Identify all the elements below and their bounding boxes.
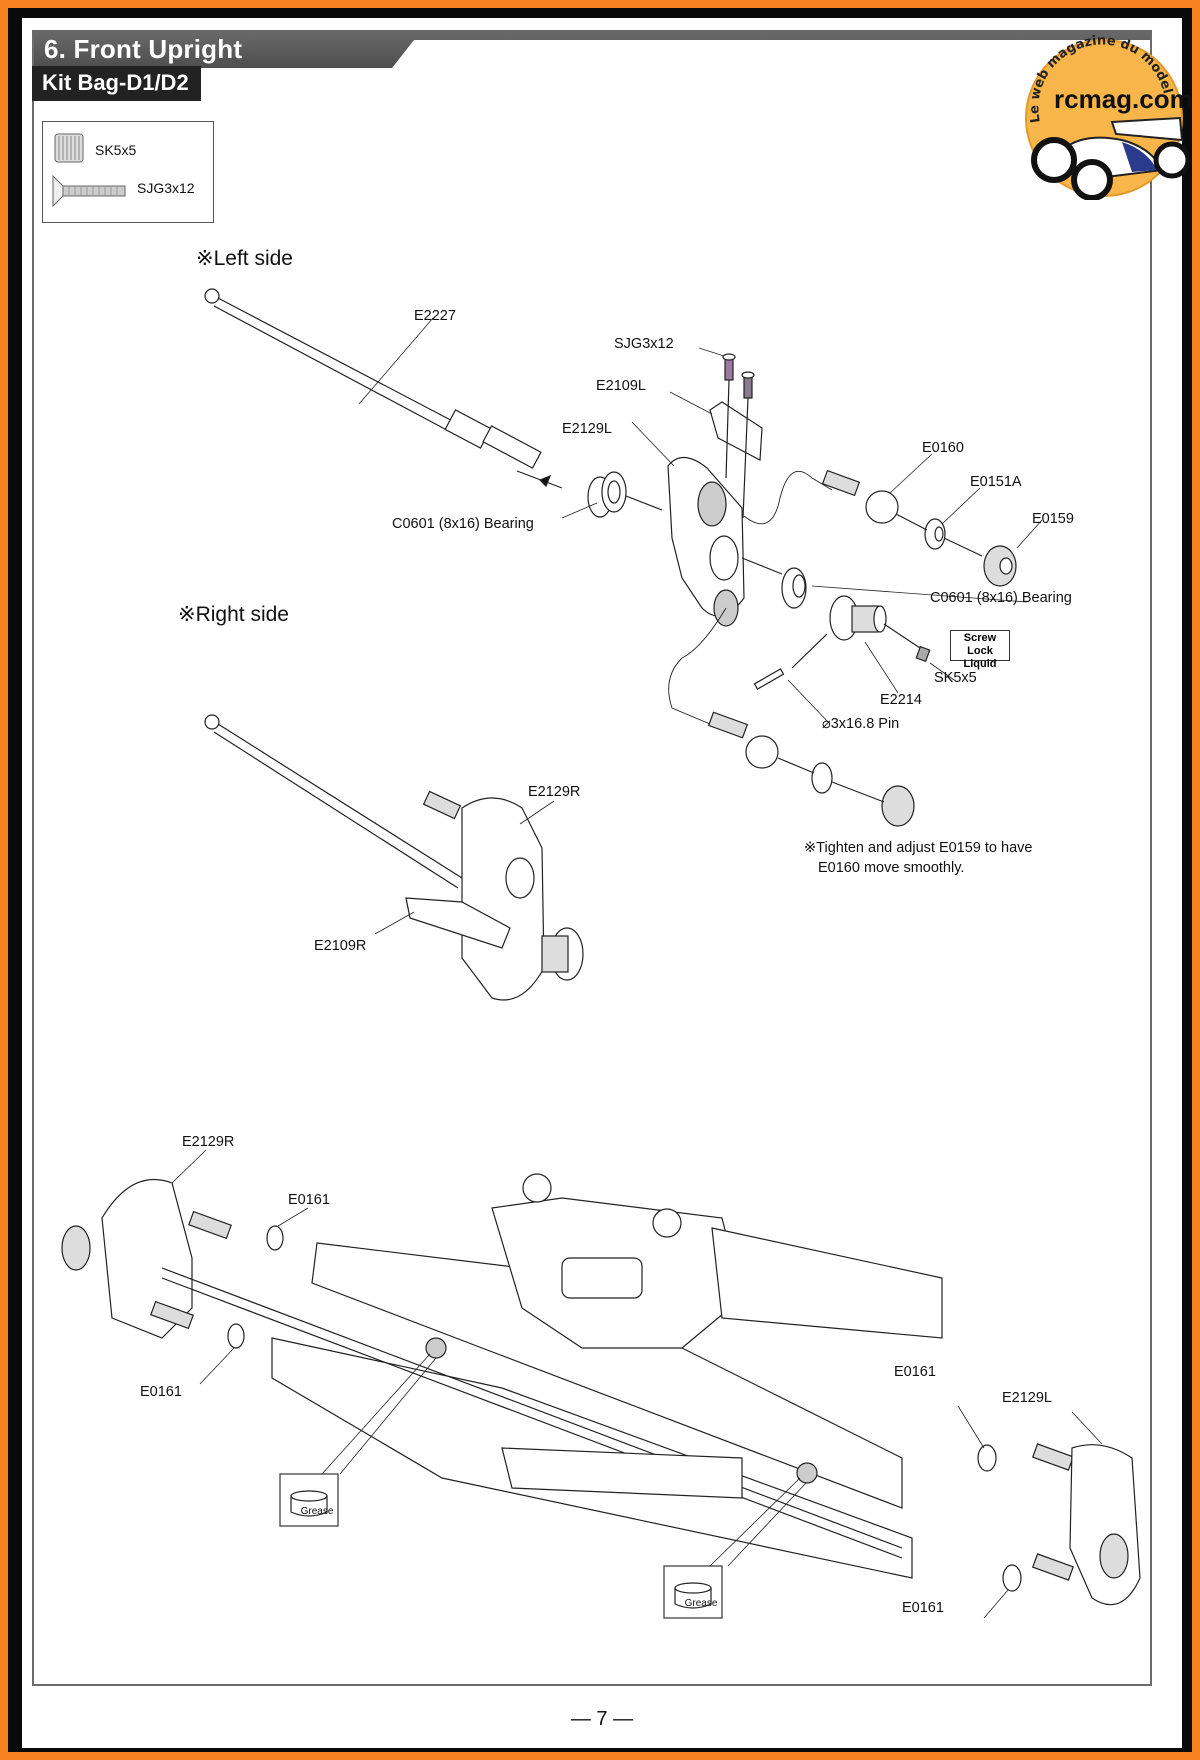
section-header: 6. Front Upright xyxy=(32,30,1152,68)
label-e2227: E2227 xyxy=(414,308,456,324)
manual-page: 6. Front Upright Kit Bag-D1/D2 SK5x5 SJG… xyxy=(22,18,1193,1748)
label-bearing-inner: C0601 (8x16) Bearing xyxy=(392,516,534,532)
steering-arm-left xyxy=(709,353,763,519)
label-assembly-e2129r: E2129R xyxy=(182,1134,235,1150)
page-number: — 7 — xyxy=(570,1708,634,1730)
content-border xyxy=(32,30,1152,1686)
label-washer-top-left: E0161 xyxy=(288,1192,330,1208)
adjust-note-line1: ※Tighten and adjust E0159 to have xyxy=(804,840,1033,856)
part-label-sk5x5: SK5x5 xyxy=(95,142,137,158)
leader-e2227 xyxy=(358,317,434,405)
part-label-sjg3x12: SJG3x12 xyxy=(137,180,195,196)
pin-icon xyxy=(753,668,785,690)
upright-right xyxy=(405,790,584,1001)
label-e0160: E0160 xyxy=(922,440,964,456)
label-e2109r: E2109R xyxy=(314,938,367,954)
label-e2109l: E2109L xyxy=(596,378,646,394)
grease-icon xyxy=(279,1473,339,1527)
label-assembly-e2129l: E2129L xyxy=(1002,1390,1052,1406)
label-e0159: E0159 xyxy=(1032,511,1074,527)
buggy-icon xyxy=(1031,116,1191,201)
kit-bag-label: Kit Bag-D1/D2 xyxy=(32,66,201,101)
logo-brand: rcmag.com xyxy=(1054,84,1192,114)
label-e2214: E2214 xyxy=(880,692,922,708)
label-sk5x5: SK5x5 xyxy=(934,670,977,686)
bearing-inner xyxy=(587,471,663,518)
label-bearing-outer: C0601 (8x16) Bearing xyxy=(930,590,1072,606)
upright-left xyxy=(667,456,745,627)
grease-label-right: Grease xyxy=(684,1598,718,1609)
label-e2129r: E2129R xyxy=(528,784,581,800)
parts-box: SK5x5 SJG3x12 xyxy=(42,121,214,223)
driveshaft-right xyxy=(204,714,463,889)
adjust-nut-top xyxy=(983,545,1017,587)
bearing-outer xyxy=(781,567,807,609)
screw-lock-callout: Screw Lock Liquid xyxy=(950,630,1010,670)
ball-stud-top xyxy=(821,469,899,524)
driveshaft-left xyxy=(204,288,563,489)
chassis-assembly xyxy=(61,1173,1141,1606)
right-side-heading: ※Right side xyxy=(178,603,289,626)
grease-icon xyxy=(663,1565,723,1619)
header-banner xyxy=(32,30,1152,68)
label-pin: ⌀3x16.8 Pin xyxy=(822,716,900,732)
ball-stud-bottom xyxy=(707,711,915,827)
ball-cup-top xyxy=(924,518,946,550)
adjust-note-line2: E0160 move smoothly. xyxy=(818,860,965,876)
left-side-heading: ※Left side xyxy=(196,247,293,270)
label-e0151a: E0151A xyxy=(970,474,1022,490)
label-e2129l: E2129L xyxy=(562,421,612,437)
label-washer-bottom-right: E0161 xyxy=(902,1600,944,1616)
label-washer-top-right: E0161 xyxy=(894,1364,936,1380)
label-washer-bottom-left: E0161 xyxy=(140,1384,182,1400)
section-title: 6. Front Upright xyxy=(44,34,243,64)
exploded-diagram xyxy=(61,288,1141,1619)
axle-e2214 xyxy=(829,595,887,641)
label-sjg3x12: SJG3x12 xyxy=(614,336,674,352)
rcmag-logo: Le web magazine du modelisme rcmag.com xyxy=(1005,19,1200,201)
adjust-note: ※Tighten and adjust E0159 to have E0160 … xyxy=(804,838,1032,878)
grease-label-left: Grease xyxy=(300,1506,334,1517)
countersunk-screw-icon xyxy=(52,174,126,208)
set-screw-icon xyxy=(54,133,84,163)
